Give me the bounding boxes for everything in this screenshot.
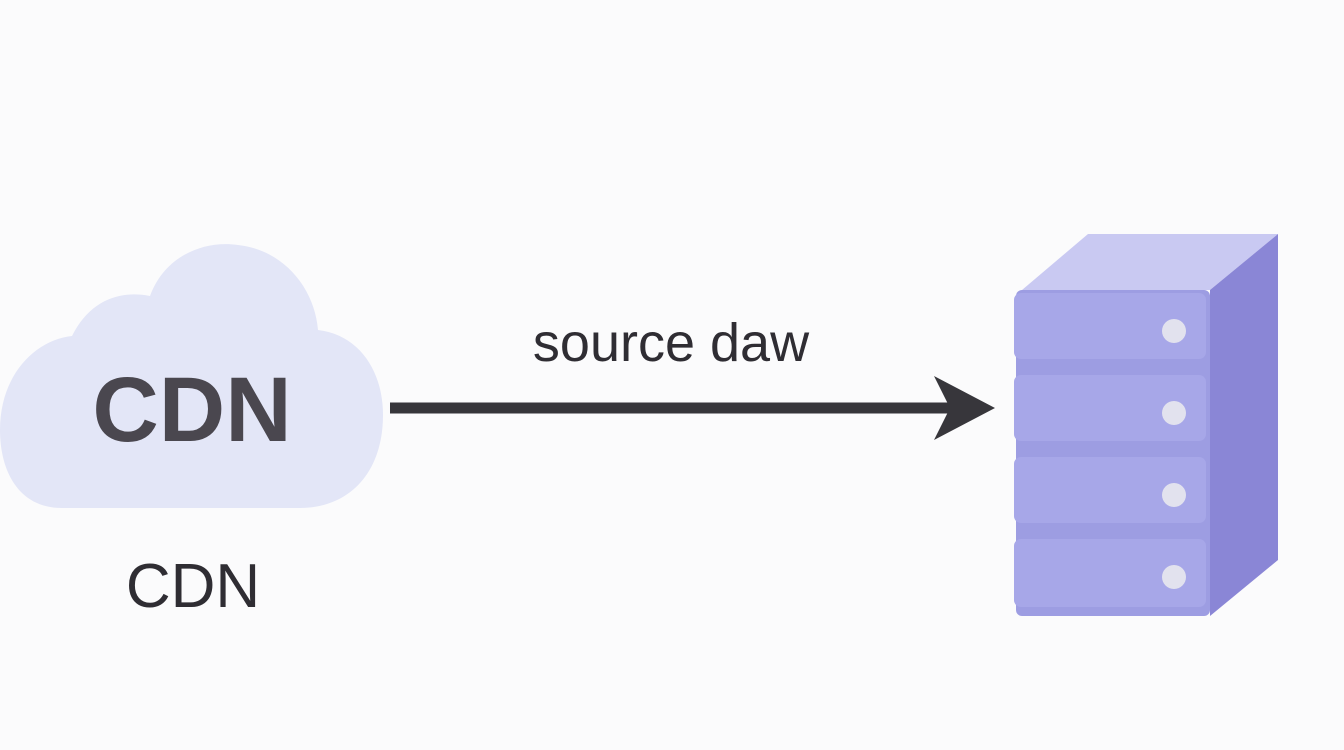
server-led-3 — [1162, 483, 1186, 507]
cloud-icon — [0, 244, 383, 508]
server-led-2 — [1162, 401, 1186, 425]
server-unit-2 — [1014, 375, 1206, 441]
server-rack-icon — [1014, 234, 1278, 616]
cdn-cloud-label: CDN — [92, 359, 291, 461]
cdn-caption: CDN — [126, 552, 260, 621]
server-led-4 — [1162, 565, 1186, 589]
server-unit-4 — [1014, 539, 1206, 607]
server-node — [1014, 234, 1278, 616]
server-unit-1 — [1014, 293, 1206, 359]
edge-label: source daw — [533, 313, 810, 373]
server-side-face — [1210, 234, 1278, 616]
server-unit-3 — [1014, 457, 1206, 523]
server-led-1 — [1162, 319, 1186, 343]
cdn-node: CDN CDN — [0, 244, 383, 621]
server-top-face — [1022, 234, 1278, 290]
arrowhead-icon — [934, 376, 995, 440]
server-front-face — [1016, 290, 1210, 616]
edge-cdn-to-server: source daw — [390, 313, 995, 440]
